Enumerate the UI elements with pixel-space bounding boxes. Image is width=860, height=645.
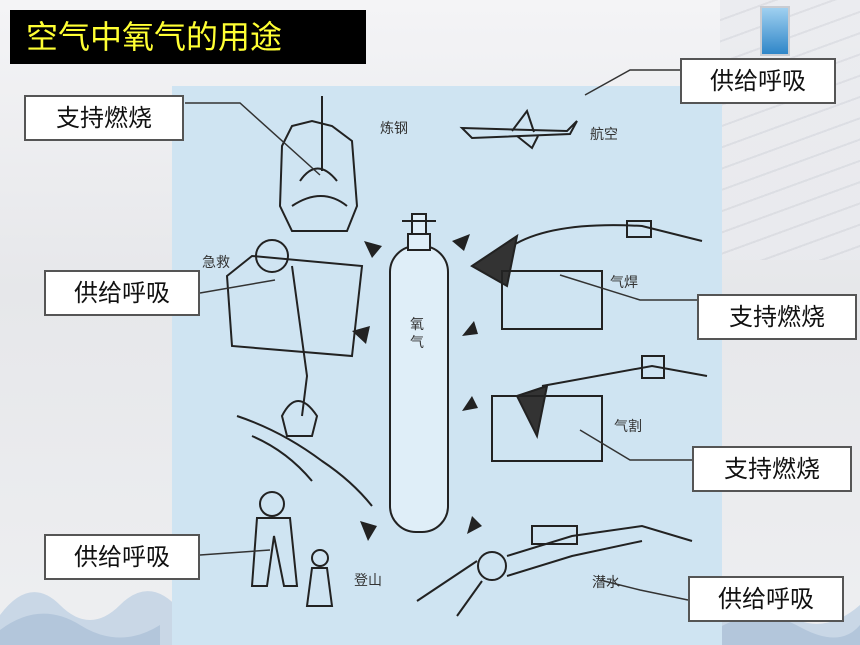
callout-support-combustion-furnace: 支持燃烧 (24, 95, 184, 141)
callout-supply-breathing-aviation: 供给呼吸 (680, 58, 836, 104)
oxygen-uses-illustration: 炼钢 航空 急救 气焊 氧气 气割 登山 潜水 (172, 86, 722, 645)
aviation-label: 航空 (590, 127, 618, 143)
airplane-drawing (459, 108, 578, 150)
callout-supply-breathing-climbing: 供给呼吸 (44, 534, 200, 580)
gas-welding-label: 气焊 (610, 275, 638, 291)
page-title: 空气中氧气的用途 (10, 10, 366, 64)
diver-drawing (416, 524, 693, 617)
staircase-decoration (720, 0, 860, 260)
diving-label: 潜水 (592, 575, 620, 591)
direction-arrows (352, 234, 482, 541)
callout-supply-breathing-first-aid: 供给呼吸 (44, 270, 200, 316)
climbing-scene-drawing (236, 415, 373, 607)
callout-support-combustion-cutting: 支持燃烧 (692, 446, 852, 492)
steelmaking-label: 炼钢 (380, 121, 408, 137)
cutting-torch-drawing (491, 355, 708, 462)
first-aid-label: 急救 (202, 255, 230, 271)
furnace-drawing (278, 96, 359, 232)
patient-bed-drawing (225, 239, 364, 437)
oxygen-cylinder-drawing (389, 213, 449, 533)
oxygen-label: 氧气 (410, 317, 424, 351)
callout-supply-breathing-diving: 供给呼吸 (688, 576, 844, 622)
climbing-label: 登山 (354, 573, 382, 589)
welding-torch-drawing (470, 220, 703, 330)
door-decoration (760, 6, 790, 56)
gas-cutting-label: 气割 (614, 419, 642, 435)
callout-support-combustion-welding: 支持燃烧 (697, 294, 857, 340)
